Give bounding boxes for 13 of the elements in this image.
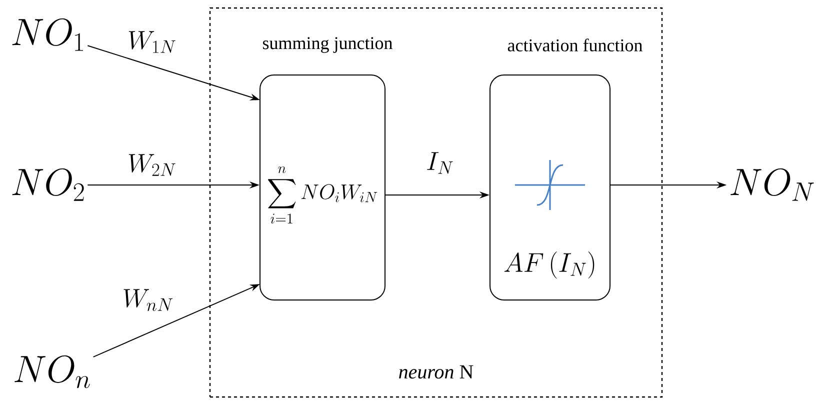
- input-label: $NO_{2}$: [12, 168, 84, 201]
- edge-label: $I_{N}$: [427, 152, 453, 174]
- frame-label: neuron N: [399, 365, 474, 379]
- input-label: $NO_{n}$: [14, 355, 90, 388]
- box-heading: summing junction: [263, 37, 392, 53]
- formula: $AF\left(I_{N}\right)$: [504, 252, 594, 279]
- edge-label: $W_{1N}$: [128, 31, 176, 53]
- box-heading: activation function: [508, 38, 642, 52]
- input-label: $NO_{1}$: [12, 18, 83, 51]
- input-label: $NO_{N}$: [730, 168, 814, 201]
- formula: $\sum_{i=1}^{n} NO_{i}W_{iN}$: [268, 166, 378, 224]
- edge-label: $W_{2N}$: [128, 154, 176, 176]
- edge-label: $W_{nN}$: [124, 289, 173, 312]
